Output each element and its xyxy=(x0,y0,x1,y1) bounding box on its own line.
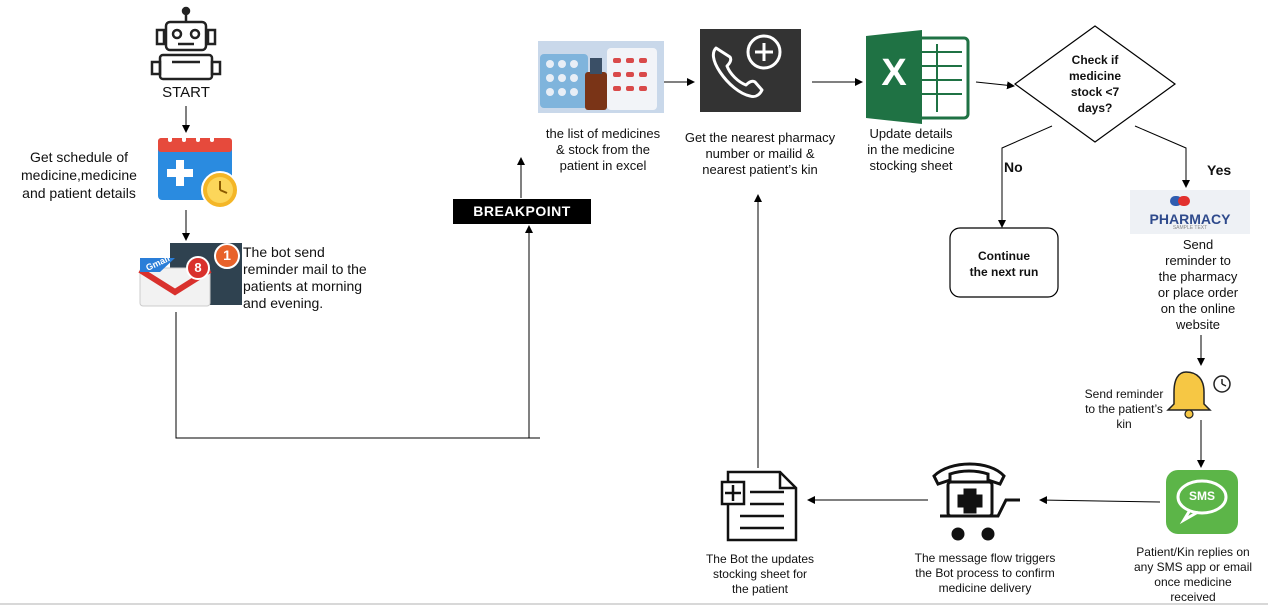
phone-cart-icon xyxy=(932,462,1020,541)
sms-icon-text: SMS xyxy=(1188,489,1215,503)
excel-letter: X xyxy=(881,52,907,94)
bottom-divider xyxy=(0,603,1268,605)
update-label: Update details in the medicine stocking … xyxy=(867,126,955,173)
arrow-sms-to-trigger xyxy=(1039,496,1161,505)
pharmacy-logo xyxy=(1130,190,1250,234)
document-plus-icon xyxy=(720,470,798,542)
schedule-label: Get schedule of medicine,medicine and pa… xyxy=(21,149,137,201)
gmail-badge-a: 8 xyxy=(194,260,202,275)
continue-label: Continue the next run xyxy=(969,249,1039,279)
calendar-icon xyxy=(158,132,239,209)
yes-label: Yes xyxy=(1207,162,1232,178)
phone-plus-icon xyxy=(700,29,801,112)
sms-icon xyxy=(1166,470,1238,534)
bell-icon xyxy=(1166,371,1231,419)
continue-box xyxy=(949,227,1059,298)
robot-icon xyxy=(150,6,222,81)
line-mail-to-breakpoint xyxy=(175,312,540,439)
start-label: START xyxy=(162,84,210,101)
arrow-excel-to-decision xyxy=(975,81,1015,90)
gmail-badge-b: 1 xyxy=(223,247,231,263)
send-pharmacy-label: Send reminder to the pharmacy or place o… xyxy=(1157,237,1239,332)
arrow-yes-branch xyxy=(1134,125,1190,188)
trigger-label: The message flow triggers the Bot proces… xyxy=(914,551,1056,595)
excel-icon xyxy=(866,30,970,124)
bot-update-label: The Bot the updates stocking sheet for t… xyxy=(705,552,815,596)
mail-label: The bot send reminder mail to the patien… xyxy=(243,244,367,311)
decision-diamond xyxy=(1013,25,1177,143)
no-label: No xyxy=(1004,159,1023,175)
decision-label: Check if medicine stock <7 days? xyxy=(1068,53,1122,115)
pharmacy-logo-text: PHARMACY xyxy=(1149,211,1231,227)
list-label: the list of medicines & stock from the p… xyxy=(545,126,661,173)
sms-label: Patient/Kin replies on any SMS app or em… xyxy=(1133,545,1253,604)
kin-label: Send reminder to the patient’s kin xyxy=(1084,387,1164,431)
pharmacy-contact-label: Get the nearest pharmacy number or maili… xyxy=(684,130,836,177)
gmail-icon xyxy=(138,243,242,307)
medicine-stock-image xyxy=(538,41,664,113)
arrow-no-branch xyxy=(998,125,1053,228)
breakpoint-box: BREAKPOINT xyxy=(453,199,591,224)
pharmacy-logo-sub: SAMPLE TEXT xyxy=(1172,225,1208,231)
